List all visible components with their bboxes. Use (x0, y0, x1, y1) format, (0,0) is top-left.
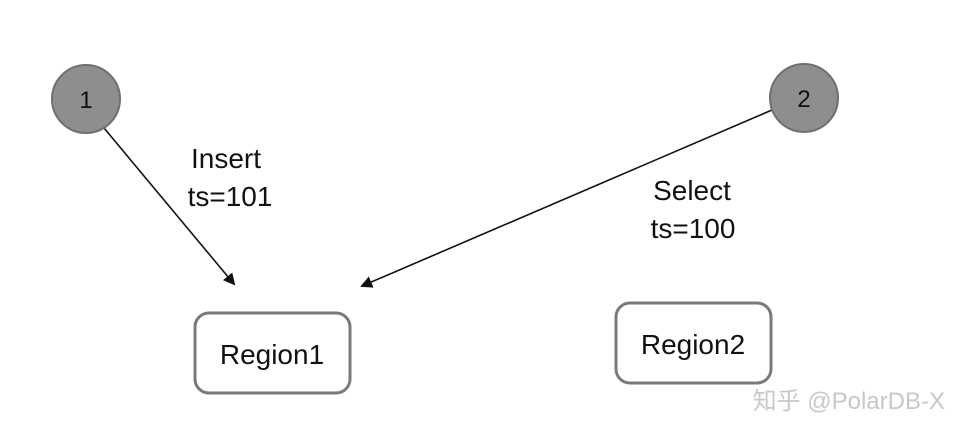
edge-insert-label-line2: ts=101 (188, 181, 273, 212)
edge-select-arrow (360, 109, 773, 288)
node-2-label: 2 (797, 86, 810, 113)
edge-insert-arrow (103, 127, 236, 286)
node-2: 2 (769, 63, 839, 133)
node-1-label: 1 (79, 87, 92, 114)
node-1: 1 (51, 64, 121, 134)
region-1-label: Region1 (220, 339, 324, 370)
region-2-box: Region2 (614, 301, 773, 385)
edge-select-label-line2: ts=100 (651, 213, 736, 244)
watermark: 知乎 @PolarDB-X (753, 388, 945, 415)
region-1-box: Region1 (193, 311, 352, 395)
region-2-label: Region2 (641, 329, 745, 360)
edge-insert-label-line1: Insert (191, 143, 261, 174)
edge-select-label-line1: Select (653, 175, 731, 206)
